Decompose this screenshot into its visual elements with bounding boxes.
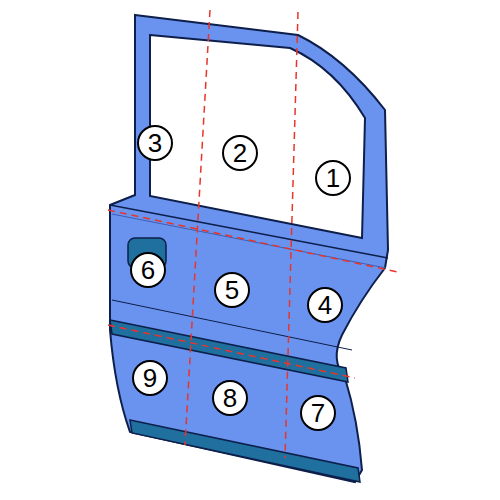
callout-number: 8 xyxy=(212,380,248,416)
callout-number: 4 xyxy=(307,287,343,323)
callout-number: 3 xyxy=(137,125,173,161)
callout-number: 6 xyxy=(130,252,166,288)
section-dashes xyxy=(108,10,398,458)
callout-number: 1 xyxy=(315,160,351,196)
callout-number: 2 xyxy=(222,135,258,171)
window-opening xyxy=(150,35,365,238)
callout-number: 7 xyxy=(300,395,336,431)
door-shell xyxy=(110,15,388,482)
callout-number: 9 xyxy=(132,360,168,396)
callout-number: 5 xyxy=(214,272,250,308)
